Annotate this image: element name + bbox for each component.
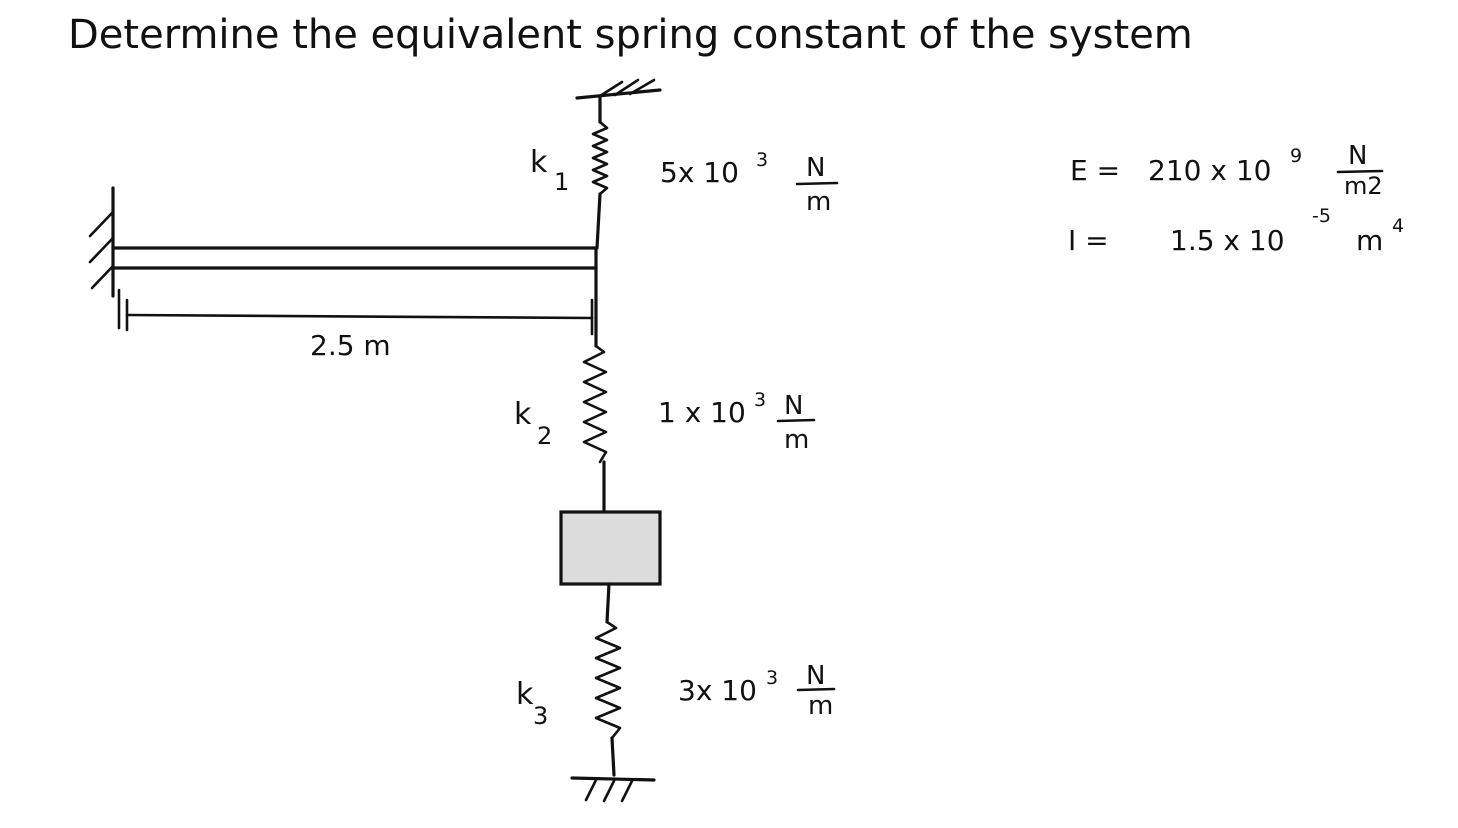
svg-text:m: m (806, 187, 831, 217)
svg-text:1.5 x 10: 1.5 x 10 (1170, 224, 1285, 257)
svg-text:210 x 10: 210 x 10 (1148, 154, 1271, 187)
moment-of-inertia-I: I = 1.5 x 10 -5 m 4 (1068, 205, 1404, 257)
modulus-E: E = 210 x 10 9 N m2 (1070, 141, 1384, 200)
svg-text:N: N (784, 391, 803, 421)
svg-text:m2: m2 (1344, 172, 1383, 200)
svg-text:N: N (1348, 141, 1367, 171)
wall-support-left (88, 186, 115, 298)
svg-text:3: 3 (756, 149, 768, 171)
k1-symbol: k 1 (530, 145, 569, 196)
k3-value: 3x 10 3 N m (678, 661, 836, 721)
mass-block (559, 510, 662, 586)
spring-k2 (582, 344, 608, 514)
svg-text:4: 4 (1392, 215, 1404, 237)
svg-text:2: 2 (537, 422, 552, 450)
k3-symbol: k 3 (516, 677, 548, 730)
beam-length-label: 2.5 m (310, 329, 391, 362)
svg-text:-5: -5 (1312, 205, 1331, 227)
svg-text:3x 10: 3x 10 (678, 674, 757, 707)
svg-text:k: k (514, 397, 532, 432)
problem-title: Determine the equivalent spring constant… (68, 12, 1193, 58)
beam-length-dimension (117, 288, 594, 336)
k1-value: 5x 10 3 N m (660, 149, 839, 217)
cantilever-beam (111, 246, 598, 270)
svg-text:I =: I = (1068, 224, 1109, 257)
svg-text:1 x 10: 1 x 10 (658, 396, 746, 429)
ground-bottom (570, 776, 656, 803)
spring-k3 (594, 582, 622, 777)
svg-text:3: 3 (766, 667, 778, 689)
svg-text:m: m (784, 425, 809, 455)
spring-k1 (591, 95, 609, 250)
ground-top (575, 78, 662, 100)
svg-text:E =: E = (1070, 154, 1120, 187)
svg-text:N: N (806, 661, 825, 691)
svg-text:m: m (808, 691, 833, 721)
k2-value: 1 x 10 3 N m (658, 389, 816, 455)
svg-text:m: m (1356, 224, 1383, 257)
svg-text:k: k (530, 145, 548, 180)
svg-text:3: 3 (533, 702, 548, 730)
svg-text:k: k (516, 677, 534, 712)
svg-text:1: 1 (554, 168, 569, 196)
svg-text:5x 10: 5x 10 (660, 156, 739, 189)
svg-text:3: 3 (754, 389, 766, 411)
svg-text:9: 9 (1290, 145, 1302, 167)
k2-symbol: k 2 (514, 397, 552, 450)
svg-text:N: N (806, 153, 825, 183)
